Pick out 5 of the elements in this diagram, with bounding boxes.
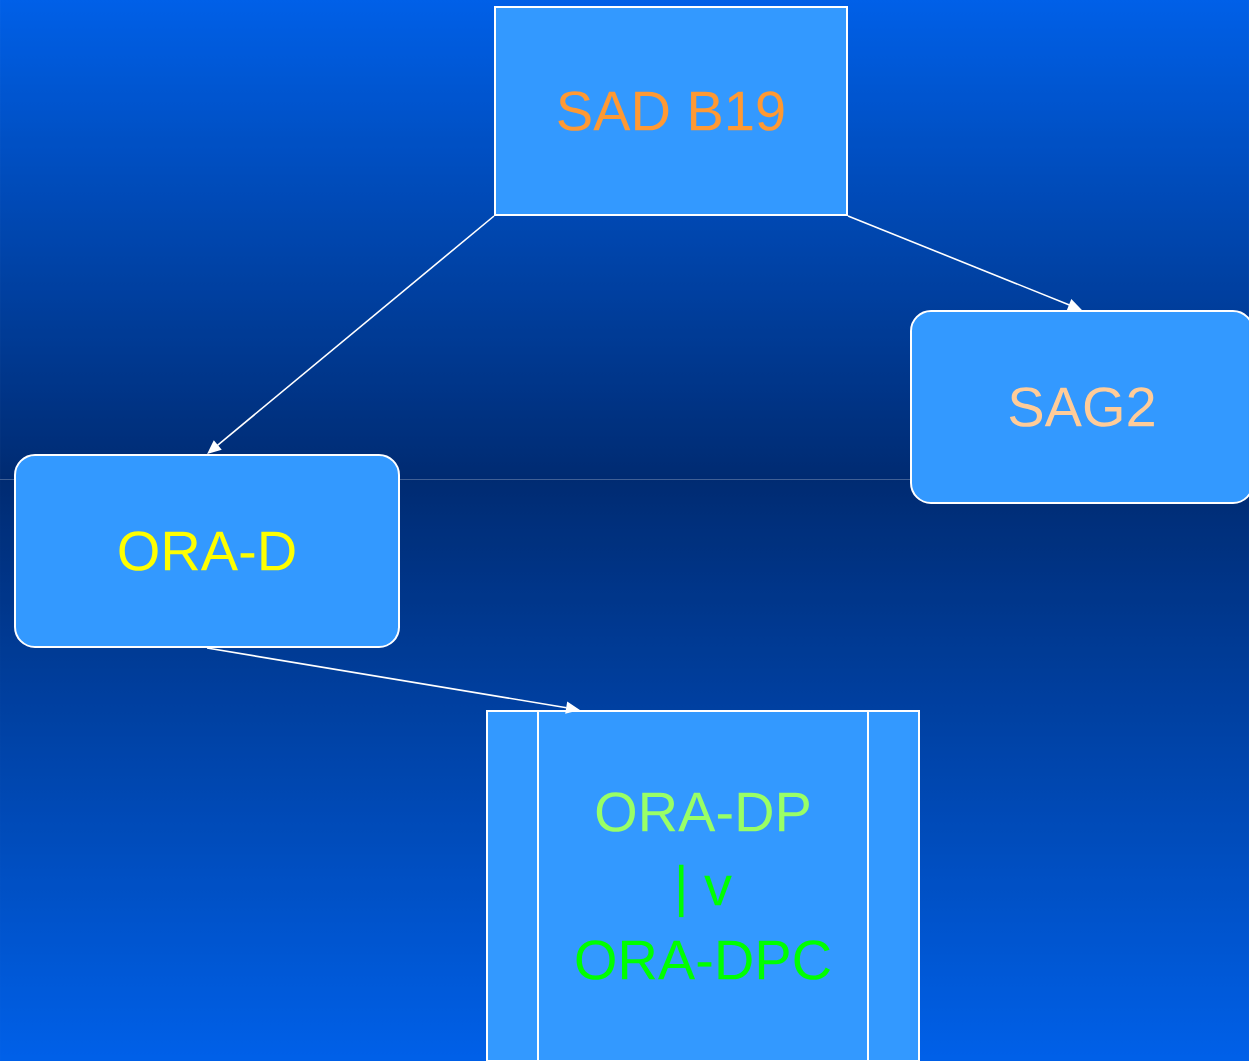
rounded-box: SAG2 bbox=[910, 310, 1249, 504]
predefined-process-box: ORA-DP | v ORA-DPC bbox=[486, 709, 920, 1061]
arrow bbox=[207, 215, 495, 454]
process-box: SAD B19 bbox=[494, 6, 848, 216]
rounded-box: ORA-D bbox=[14, 454, 400, 648]
